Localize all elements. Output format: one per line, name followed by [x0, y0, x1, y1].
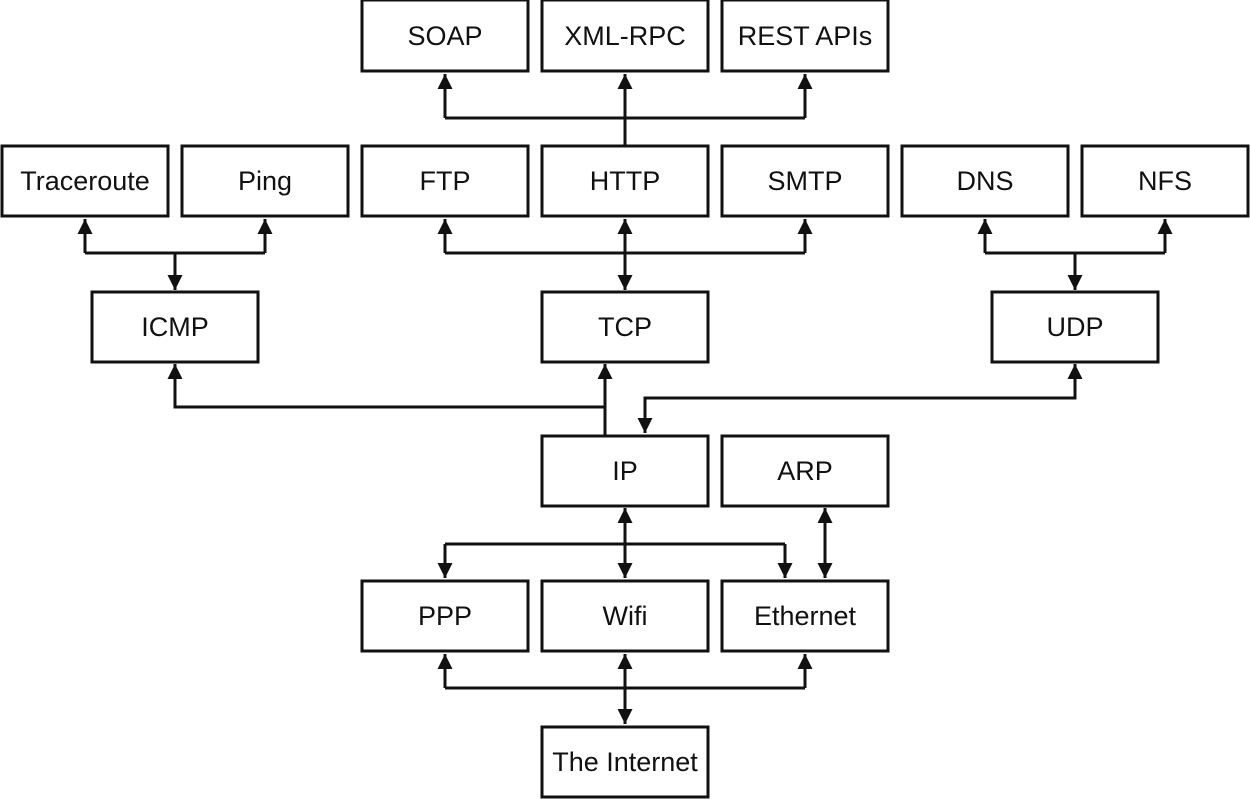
- node-xml-rpc: XML-RPC: [540, 0, 710, 73]
- node-label: Wifi: [603, 601, 648, 631]
- node-icmp: ICMP: [90, 290, 260, 364]
- node-wifi: Wifi: [540, 579, 710, 653]
- node-label: SOAP: [407, 21, 482, 51]
- node-soap: SOAP: [360, 0, 530, 73]
- node-label: FTP: [420, 166, 471, 196]
- edge-http-to-top: [445, 116, 805, 145]
- node-label: SMTP: [767, 166, 842, 196]
- node-label: REST APIs: [738, 21, 873, 51]
- node-label: The Internet: [552, 747, 698, 777]
- node-udp: UDP: [990, 290, 1160, 364]
- node-label: NFS: [1138, 166, 1192, 196]
- connectors: [77, 74, 1173, 724]
- node-label: HTTP: [590, 166, 661, 196]
- node-ethernet: Ethernet: [720, 579, 890, 653]
- edge-udp-ip: [637, 364, 1083, 433]
- node-label: PPP: [418, 601, 472, 631]
- node-rest-apis: REST APIs: [720, 0, 890, 73]
- node-ppp: PPP: [360, 579, 530, 653]
- node-the-internet: The Internet: [540, 725, 710, 799]
- node-http: HTTP: [540, 144, 710, 218]
- node-label: ICMP: [141, 312, 209, 342]
- node-smtp: SMTP: [720, 144, 890, 218]
- node-label: ARP: [777, 456, 833, 486]
- node-traceroute: Traceroute: [0, 144, 170, 218]
- node-dns: DNS: [900, 144, 1070, 218]
- node-nfs: NFS: [1080, 144, 1250, 218]
- node-label: TCP: [598, 312, 652, 342]
- node-ip: IP: [540, 434, 710, 508]
- node-label: Ethernet: [754, 601, 857, 631]
- node-ping: Ping: [180, 144, 350, 218]
- node-label: DNS: [956, 166, 1013, 196]
- edge-ip-to-icmp: [167, 364, 607, 435]
- node-arp: ARP: [720, 434, 890, 508]
- node-label: Ping: [238, 166, 292, 196]
- node-label: Traceroute: [20, 166, 150, 196]
- node-tcp: TCP: [540, 290, 710, 364]
- node-label: XML-RPC: [564, 21, 686, 51]
- node-label: IP: [612, 456, 638, 486]
- node-ftp: FTP: [360, 144, 530, 218]
- node-label: UDP: [1046, 312, 1103, 342]
